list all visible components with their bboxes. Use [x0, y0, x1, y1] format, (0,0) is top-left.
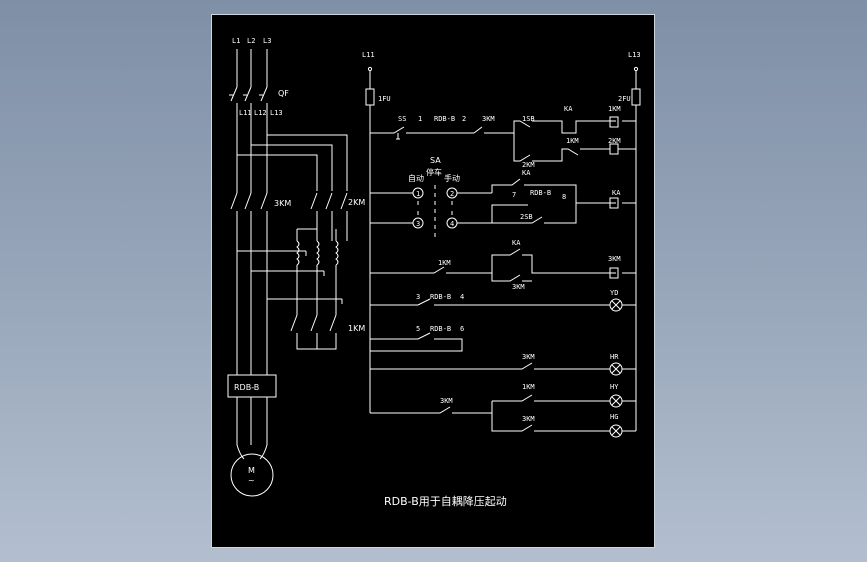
- rung56-rdb-label: RDB-B: [430, 325, 451, 333]
- rung-ka-2sb-label: 2SB: [520, 213, 533, 221]
- rung-hy-1km-label: 1KM: [522, 383, 535, 391]
- coil-1km-label: 1KM: [608, 105, 621, 113]
- rung1-3km-label: 3KM: [482, 115, 495, 123]
- rung-3km-ka-label: KA: [512, 239, 521, 247]
- coil-2km-label: 2KM: [608, 137, 621, 145]
- rung-ka-node-8: 8: [562, 193, 566, 201]
- contactor-3km-label: 3KM: [274, 199, 291, 208]
- rung-3km: 1KM KA 3KM 3KM: [370, 239, 636, 291]
- rung-3km-3km-label: 3KM: [512, 283, 525, 291]
- rung1-node-1: 1: [418, 115, 422, 123]
- rung-hr-3km-label: 3KM: [522, 353, 535, 361]
- rung-ka: KA 7 RDB-B 8 2SB KA: [491, 169, 636, 224]
- rung-ka-rdb-label: RDB-B: [530, 189, 551, 197]
- rung-hy: 1KM HY: [492, 383, 636, 408]
- sa-label: SA: [430, 156, 441, 165]
- switch-ss-label: SS: [398, 115, 406, 123]
- load-label-l13: L13: [270, 109, 283, 117]
- rung-yd-node-4: 4: [460, 293, 464, 301]
- lamp-hy-label: HY: [610, 383, 619, 391]
- fuse-1fu-label: 1FU: [378, 95, 391, 103]
- contactor-1km-contacts: [290, 314, 337, 350]
- motor-sub-label: ~: [248, 476, 255, 485]
- circuit-diagram: L1 L2 L3 QF L11 L12 L13 3KM 2KM: [227, 37, 641, 508]
- rung-1: SS 1 RDB-B 2 3KM 1SB KA 1KM 2KM 1KM 2KM: [370, 105, 636, 169]
- drawing-sheet: L1 L2 L3 QF L11 L12 L13 3KM 2KM: [211, 14, 655, 548]
- autotransformer: [296, 228, 339, 315]
- contactor-2km-label: 2KM: [348, 198, 365, 207]
- selector-sa: SA 自动 停车 手动 1 2 3 4: [370, 156, 492, 241]
- lamp-yd-label: YD: [610, 289, 618, 297]
- sa-pos-1: 1: [416, 190, 420, 198]
- lamp-hr-icon: [609, 362, 623, 376]
- contactor-2km-contacts: [310, 192, 348, 210]
- rung56-node-5: 5: [416, 325, 420, 333]
- breaker-label: QF: [278, 89, 289, 98]
- phase-label-l2: L2: [247, 37, 255, 45]
- motor-label: M: [248, 466, 255, 475]
- rung-hg-3km-nc-label: 3KM: [522, 415, 535, 423]
- rung-3km-1km-label: 1KM: [438, 259, 451, 267]
- drawing-title: RDB-B用于自耦降压起动: [384, 494, 507, 508]
- phase-label-l1: L1: [232, 37, 240, 45]
- lamp-hr-label: HR: [610, 353, 619, 361]
- control-supply-left: L11: [362, 51, 375, 59]
- rung-56: 5 RDB-B 6: [370, 325, 464, 352]
- coil-ka-label: KA: [612, 189, 621, 197]
- rung1-ka-label: KA: [564, 105, 573, 113]
- fuse-2fu-label: 2FU: [618, 95, 631, 103]
- rung1-1km-label: 1KM: [566, 137, 579, 145]
- sa-manual-label: 手动: [444, 173, 460, 183]
- control-circuit: L11 L13 1FU 2FU SS 1 RDB-B 2 3KM 1SB KA …: [362, 51, 641, 438]
- rung1-1sb-label: 1SB: [522, 115, 535, 123]
- rung-hr: 3KM HR: [370, 353, 636, 376]
- sa-pos-2: 2: [450, 190, 454, 198]
- rdb-b-device-label: RDB-B: [234, 383, 259, 392]
- rung-hg: 3KM 3KM HG: [370, 397, 636, 438]
- lamp-hg-icon: [609, 424, 623, 438]
- rung1-node-2: 2: [462, 115, 466, 123]
- power-circuit: L1 L2 L3 QF L11 L12 L13 3KM 2KM: [227, 37, 365, 497]
- contactor-1km-label: 1KM: [348, 324, 365, 333]
- rung-yd-rdb-label: RDB-B: [430, 293, 451, 301]
- coil-3km-label: 3KM: [608, 255, 621, 263]
- motor: M ~: [230, 453, 274, 497]
- breaker-qf: QF: [229, 86, 289, 102]
- lamp-hg-label: HG: [610, 413, 618, 421]
- rdb-b-device: RDB-B: [227, 374, 277, 398]
- rung-ka-contact-label: KA: [522, 169, 531, 177]
- sa-stop-label: 停车: [426, 167, 442, 177]
- sa-auto-label: 自动: [408, 173, 424, 183]
- rung56-node-6: 6: [460, 325, 464, 333]
- phase-label-l3: L3: [263, 37, 271, 45]
- rung-ka-node-7: 7: [512, 191, 516, 199]
- load-label-l12: L12: [254, 109, 267, 117]
- rung-yd: 3 RDB-B 4 YD: [370, 289, 636, 312]
- rung1-2km-label: 2KM: [522, 161, 535, 169]
- lamp-hy-icon: [609, 394, 623, 408]
- lamp-yd-icon: [609, 298, 623, 312]
- rung-hg-3km-label: 3KM: [440, 397, 453, 405]
- load-label-l11: L11: [239, 109, 252, 117]
- sa-pos-3: 3: [416, 220, 420, 228]
- control-supply-right: L13: [628, 51, 641, 59]
- sa-pos-4: 4: [450, 220, 454, 228]
- rung-yd-node-3: 3: [416, 293, 420, 301]
- rung1-rdb-label: RDB-B: [434, 115, 455, 123]
- contactor-3km-contacts: 3KM: [230, 192, 291, 210]
